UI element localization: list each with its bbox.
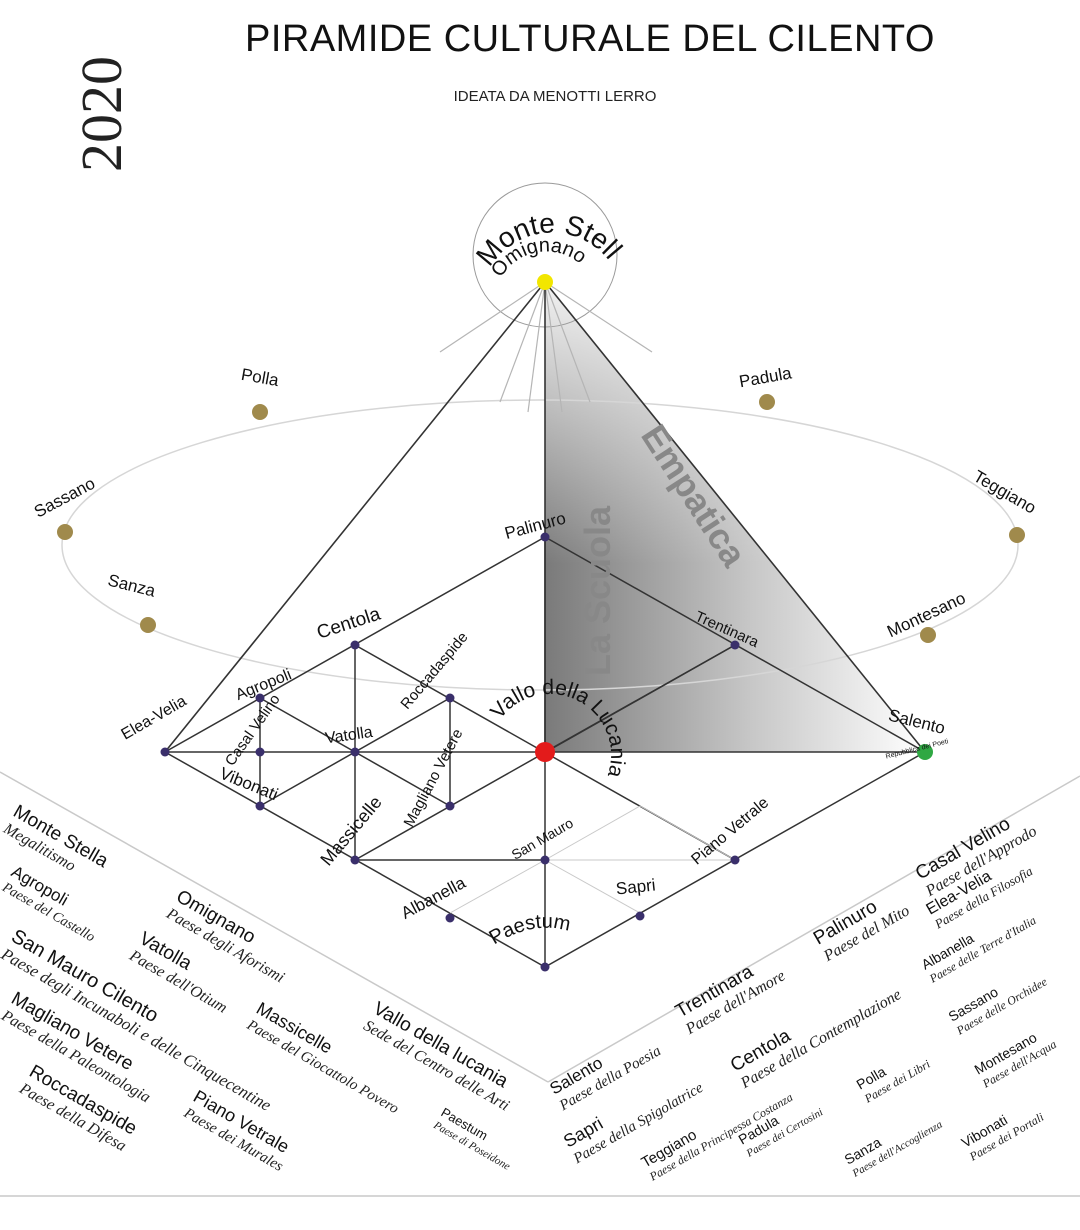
label-magliano: Magliano Vetere — [401, 726, 467, 830]
label-sanza: Sanza — [106, 571, 158, 601]
label-polla: Polla — [240, 365, 281, 390]
page-title: PIRAMIDE CULTURALE DEL CILENTO — [244, 18, 935, 60]
node-vatolla — [350, 747, 360, 757]
label-vatolla: Vatolla — [324, 724, 374, 747]
node-sapri — [635, 911, 645, 921]
label-padula: Padula — [738, 363, 794, 391]
legend-frame — [0, 771, 1080, 1197]
node-salento — [917, 744, 933, 760]
node-palinuro — [540, 532, 550, 542]
node-casal-velino — [255, 747, 265, 757]
dot-polla — [252, 404, 268, 420]
node-albanella — [445, 913, 455, 923]
dot-sassano — [57, 524, 73, 540]
node-magliano — [445, 801, 455, 811]
node-trentinara — [730, 640, 740, 650]
node-roccadaspide — [445, 693, 455, 703]
label-la-scuola: La Scuola — [577, 505, 618, 676]
dot-padula — [759, 394, 775, 410]
node-agropoli — [255, 693, 265, 703]
culture-ring — [61, 399, 1019, 691]
ring-dots — [57, 394, 1025, 643]
arc-label-monte-stella: Monte Stella — [0, 0, 628, 271]
dot-sanza — [140, 617, 156, 633]
node-omignano-apex — [537, 274, 553, 290]
base-grid-faint — [449, 805, 736, 914]
label-paestum: Paestum — [486, 911, 573, 949]
label-roccadaspide: Roccadaspide — [397, 629, 471, 713]
node-piano-vetrale — [730, 855, 740, 865]
node-massicelle — [350, 855, 360, 865]
node-elea-velia — [160, 747, 170, 757]
grid-nodes — [160, 532, 740, 972]
label-san-mauro: San Mauro — [509, 815, 576, 863]
node-vallo-center — [535, 742, 555, 762]
label-vibonati: Vibonati — [217, 764, 281, 805]
node-san-mauro — [540, 855, 550, 865]
label-sapri: Sapri — [615, 875, 656, 898]
label-albanella: Albanella — [398, 873, 469, 923]
dot-teggiano — [1009, 527, 1025, 543]
apex-rays — [439, 281, 653, 413]
label-centola: Centola — [314, 603, 383, 643]
node-centola — [350, 640, 360, 650]
node-vibonati — [255, 801, 265, 811]
node-paestum — [540, 962, 550, 972]
dot-montesano — [920, 627, 936, 643]
page-subtitle: IDEATA DA MENOTTI LERRO — [453, 88, 657, 105]
